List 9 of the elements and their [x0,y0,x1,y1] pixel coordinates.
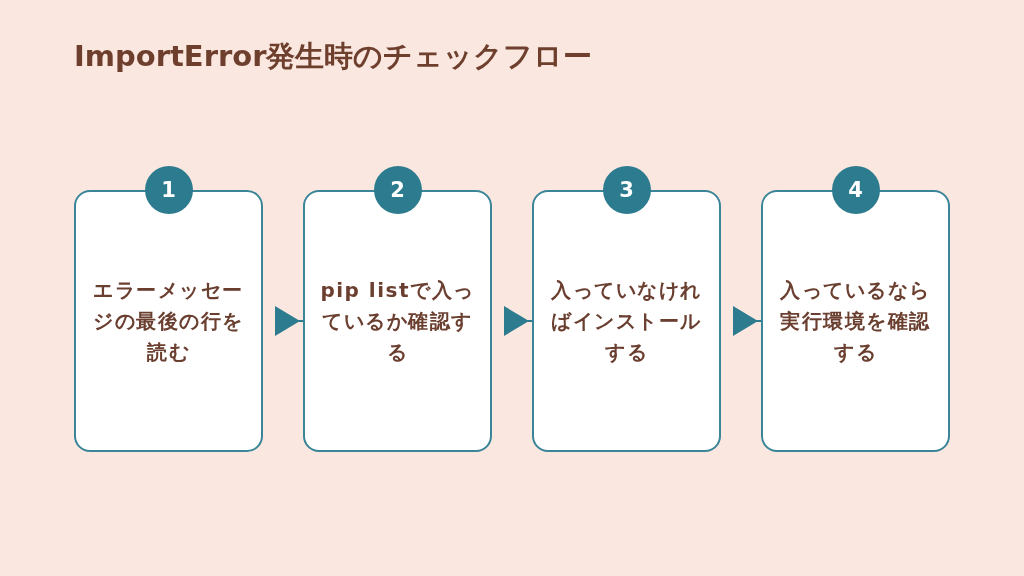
step-number-badge: 2 [373,166,422,214]
step-text: 入っているなら実行環境を確認する [779,276,932,366]
step-number-badge: 4 [831,166,880,214]
step-text: 入っていなければインストールする [550,276,703,366]
step-number-badge: 1 [144,166,193,214]
step-text: pip listで入っているか確認する [319,276,476,366]
step-number-badge: 3 [602,166,651,214]
diagram-title: ImportError発生時のチェックフロー [74,38,593,75]
step-text: エラーメッセージの最後の行を読む [92,276,245,366]
